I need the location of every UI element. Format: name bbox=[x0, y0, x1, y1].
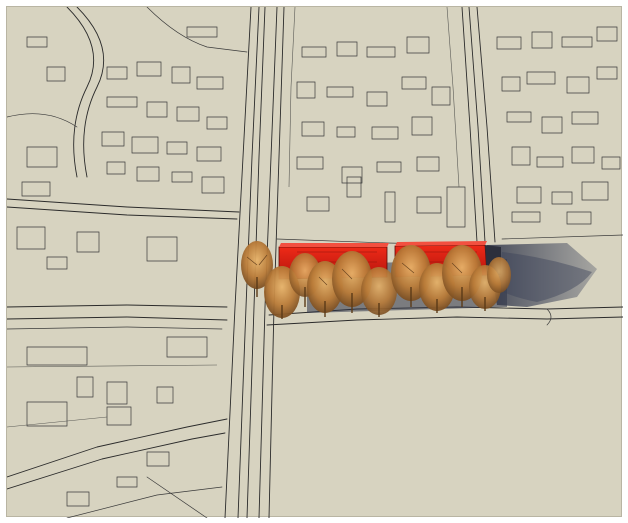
road-network bbox=[7, 7, 623, 518]
autumn-tree-row bbox=[241, 241, 511, 319]
map-canvas bbox=[7, 7, 623, 518]
3d-map-scene[interactable] bbox=[6, 6, 623, 518]
building-footprints-east bbox=[496, 26, 621, 225]
detail-lines bbox=[7, 7, 460, 428]
building-footprints-south bbox=[26, 336, 208, 507]
building-footprints-central bbox=[296, 36, 466, 228]
building-footprints-west bbox=[16, 26, 228, 270]
